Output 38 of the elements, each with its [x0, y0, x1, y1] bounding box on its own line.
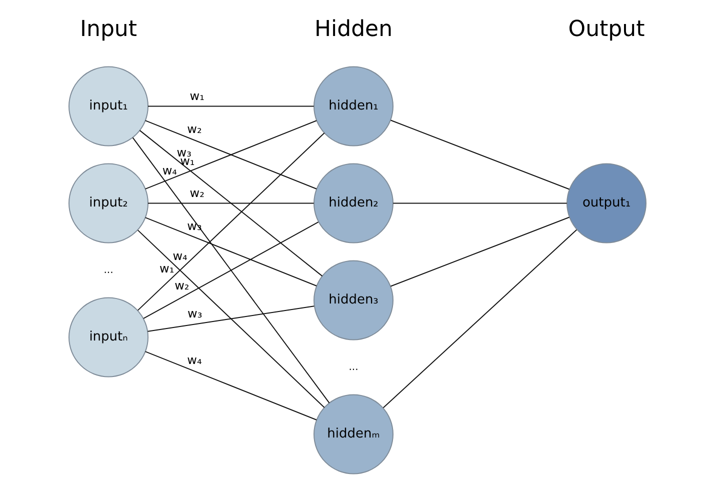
label: Output: [568, 16, 644, 42]
edge-label: w₃: [176, 146, 191, 160]
connector: [144, 120, 316, 190]
edge-label: w₂: [189, 186, 204, 200]
node-circle: input₁: [68, 66, 148, 146]
connector: [147, 106, 314, 107]
node-circle: input₂: [68, 163, 148, 244]
connector: [138, 130, 322, 277]
node-circle: hiddenₘ: [313, 394, 393, 474]
node-circle: hidden₁: [313, 66, 393, 146]
connector: [382, 229, 577, 408]
node-circle: hidden₂: [313, 163, 393, 244]
node-circle: hidden₃: [313, 260, 393, 340]
connector: [144, 217, 316, 286]
label: Hidden: [314, 16, 392, 42]
edge-label: w₂: [174, 278, 189, 293]
node-circle: output₁: [566, 163, 646, 244]
edge-label: w₁: [159, 262, 174, 276]
label: ...: [103, 264, 113, 276]
edge-label: w₄: [162, 164, 176, 178]
edge-label: w₁: [189, 88, 204, 103]
connector: [147, 202, 314, 204]
connector: [146, 306, 314, 332]
connector: [390, 216, 570, 287]
edge-label: w₂: [186, 122, 202, 136]
connector: [144, 351, 316, 420]
label: Input: [80, 16, 136, 42]
edge-label: w₄: [172, 249, 187, 264]
connector: [136, 132, 324, 311]
connector: [392, 202, 567, 204]
connector: [132, 137, 330, 404]
node-circle: inputₙ: [68, 297, 148, 378]
connector: [390, 120, 570, 190]
edge-label: w₄: [186, 353, 202, 367]
label: ...: [348, 362, 358, 373]
edge-label: w₃: [187, 306, 202, 321]
connector: [142, 222, 318, 319]
connector: [136, 230, 324, 408]
